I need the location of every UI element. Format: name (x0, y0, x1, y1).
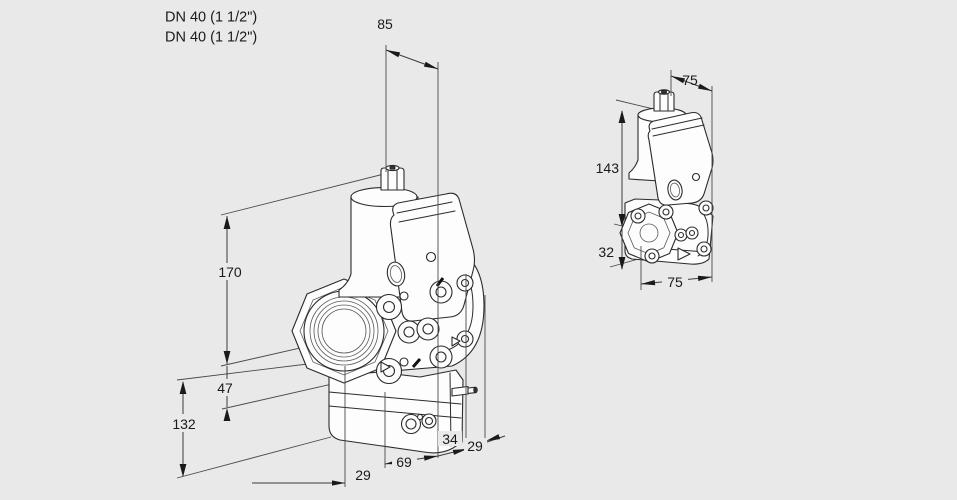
main-spindle (380, 167, 405, 191)
dim-label-69: 69 (396, 454, 412, 470)
adjustment-slot-mark (411, 358, 422, 368)
main-dimension-lines (179, 45, 506, 487)
flow-direction-triangle (677, 247, 691, 261)
side-actuator-cover (647, 111, 714, 206)
dim-label-29-right: 29 (467, 438, 483, 454)
main-valve-drawing (291, 164, 485, 454)
labels: DN 40 (1 1/2") DN 40 (1 1/2") 85 170 47 … (165, 10, 698, 484)
main-test-nipple (451, 385, 478, 397)
dim-label-132: 132 (172, 416, 196, 432)
flow-direction-triangle (451, 336, 461, 347)
main-pressure-ports (397, 317, 440, 344)
pipe-size-label-1: DN 40 (1 1/2") (165, 10, 257, 26)
dim-label-85: 85 (377, 16, 393, 32)
dim-label-34: 34 (442, 431, 458, 447)
side-bolts (630, 200, 714, 264)
dim-label-75-bottom: 75 (667, 274, 683, 290)
main-lower-block (328, 366, 464, 454)
main-bolts (375, 274, 474, 385)
dim-label-143: 143 (596, 160, 620, 176)
dim-label-29-left: 29 (355, 467, 371, 483)
flow-direction-triangle (380, 361, 391, 373)
pipe-size-label-2: DN 40 (1 1/2") (165, 30, 257, 46)
dim-label-47: 47 (217, 380, 233, 396)
side-pressure-ports (674, 226, 699, 242)
side-valve-drawing (619, 89, 714, 265)
dimension-label-backgrounds (165, 263, 688, 482)
dim-label-75-top: 75 (682, 72, 698, 88)
dim-label-170: 170 (218, 264, 242, 280)
dim-label-32: 32 (598, 244, 614, 260)
